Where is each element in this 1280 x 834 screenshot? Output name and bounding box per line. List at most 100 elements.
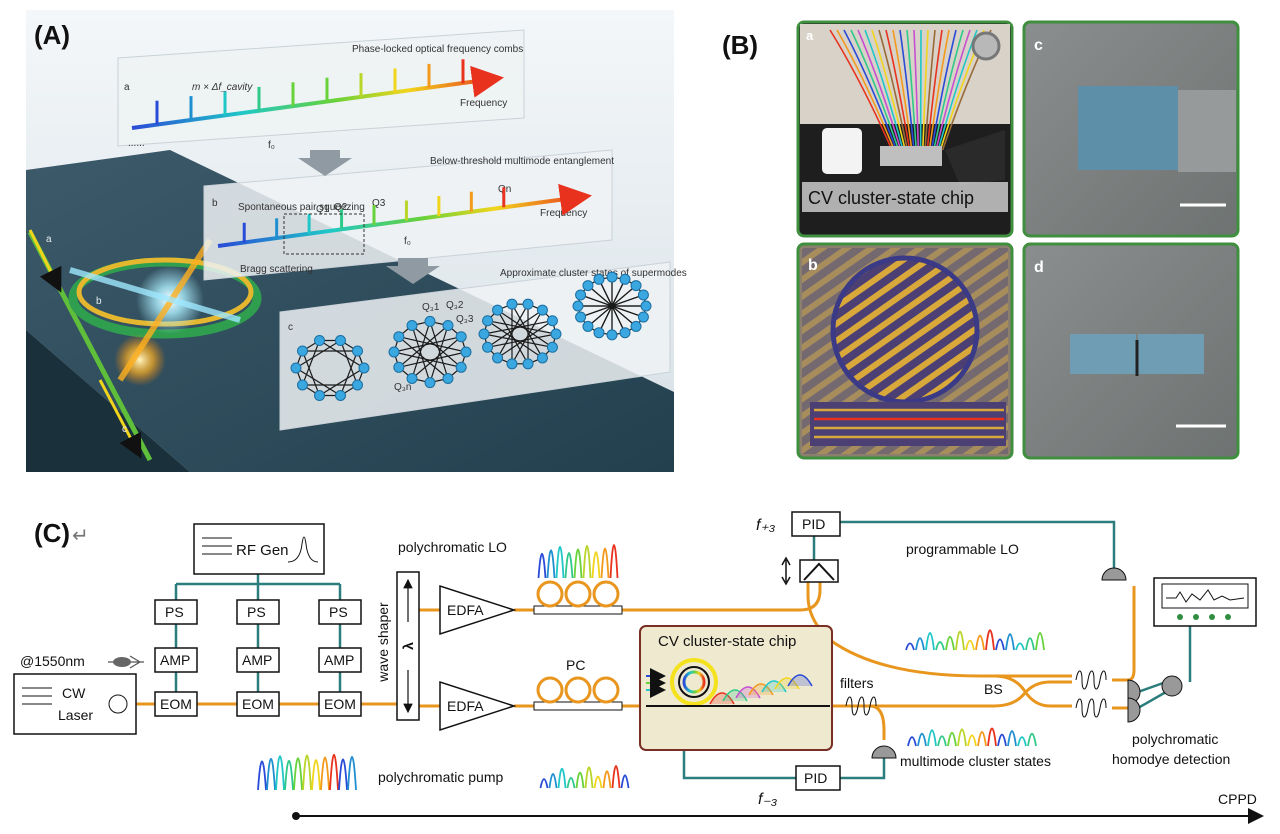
graph-node [637, 289, 649, 301]
light-beam-orange [117, 238, 213, 382]
combMulti-peak [1007, 730, 1017, 747]
graph-node [546, 315, 558, 327]
graph-edge [339, 350, 359, 396]
sheet-c: c Approximate cluster states of supermod… [279, 261, 687, 431]
sheet-b-f0: f₀ [404, 236, 411, 247]
scope-screen [1161, 583, 1249, 609]
photo-c-tag: c [1034, 37, 1043, 54]
eom-label-1: EOM [160, 696, 192, 712]
graph-edge [393, 351, 462, 368]
fiber-strand [829, 29, 893, 151]
pc-label: PC [566, 657, 585, 673]
detector-to-subtractor [1137, 680, 1167, 710]
rf-generator: RF Gen [193, 523, 325, 575]
graph-node [506, 298, 518, 310]
sheet-b-freq: Frequency [540, 208, 587, 219]
photo-a-probe [945, 130, 1005, 185]
cw-laser: CW Laser @1550nm [13, 653, 144, 735]
sheet-c-q32: Q₃2 [446, 300, 464, 311]
graph-edge [483, 333, 553, 348]
output-arrow [98, 379, 142, 459]
polychromatic-pump-label: polychromatic pump [378, 769, 503, 785]
programmable-lo-spectrum [905, 629, 1045, 651]
combLo-peak [555, 545, 565, 579]
graph-edge [487, 333, 557, 348]
delay-mirror-box [799, 559, 839, 583]
detector-lock-top-icon [1101, 567, 1127, 581]
graph-node [335, 335, 347, 347]
combMulti-peak [987, 727, 997, 747]
graph-node [619, 273, 631, 285]
oscilloscope [1153, 577, 1257, 627]
edfa-top-label: EDFA [447, 602, 484, 618]
graph-node [393, 361, 405, 373]
wave-shaper: wave shaper λ [375, 571, 420, 721]
graph-node [640, 300, 652, 312]
panel-c: (C) ↵ [13, 511, 1264, 824]
edfa-top-symbol [439, 584, 517, 636]
sheet-b-plane [203, 149, 613, 281]
fiber-to-detector-top [1112, 586, 1136, 682]
eom-label-3: EOM [324, 696, 356, 712]
scope-led-1 [1177, 614, 1183, 620]
sheet-a: a Phase-locked optical frequency combs m… [117, 29, 525, 151]
graph-node [424, 315, 436, 327]
ps-box-3 [318, 599, 362, 625]
bs-label: BS [984, 681, 1003, 697]
graph-node [313, 335, 325, 347]
fiber-strand [864, 29, 904, 151]
sheet-c-q33: Q₃3 [456, 314, 474, 325]
rf-gen-box [193, 523, 325, 575]
sheet-a-spacing: m × Δf_cavity [192, 82, 253, 93]
scope-led-3 [1209, 614, 1215, 620]
combMulti-peak [927, 729, 937, 747]
fiber-strand [926, 29, 943, 151]
combLo-peak [609, 544, 619, 579]
eom-box-1 [154, 691, 198, 717]
graph-node [313, 389, 325, 401]
fiber-strand [906, 29, 917, 151]
fiber-strand [930, 29, 957, 151]
graph-node [352, 345, 364, 357]
graph-node [606, 271, 618, 283]
pc-top-paddle-1 [536, 580, 564, 608]
cw-laser-label-1: CW [62, 685, 86, 701]
chip-tag-c: c [122, 424, 127, 435]
pc-bottom-paddle-3 [592, 676, 620, 704]
combProg-peak [905, 642, 915, 651]
chip-output-modes [709, 674, 813, 705]
graph-node [593, 327, 605, 339]
pid-controllers: PID f₊₃ PID f₋₃ [756, 511, 841, 808]
edfa-bottom-label: EDFA [447, 698, 484, 714]
combEom-peak [257, 760, 267, 791]
graph-edge [319, 340, 365, 369]
combProg-peak [925, 631, 935, 651]
scope-led-4 [1225, 614, 1231, 620]
sheet-a-f0: f₀ [268, 140, 275, 151]
filters-label: filters [840, 675, 873, 691]
graph-node [290, 362, 302, 374]
pc-bottom-paddle-1 [536, 676, 564, 704]
ps-label-3: PS [329, 604, 348, 620]
scope-trace-icon [1166, 589, 1245, 603]
graph-node [442, 373, 454, 385]
graph-node [637, 311, 649, 323]
ps-label-1: PS [165, 604, 184, 620]
pid-top-to-detector [840, 520, 1116, 568]
photo-a-label-bg [802, 182, 1008, 212]
graph-edge [497, 303, 529, 359]
comb-a-axis [131, 65, 504, 130]
cw-laser-knob [108, 694, 128, 714]
polychromatic-pump-spectrum [539, 765, 630, 789]
rf-pulse-icon [287, 536, 319, 563]
combLo-peak [564, 552, 574, 579]
optical-fibers [136, 582, 1136, 740]
graph-node [522, 298, 534, 310]
cv-chip: CV cluster-state chip [639, 625, 833, 751]
graph-edge [511, 309, 543, 365]
graph-edge [429, 325, 449, 383]
chip-ring [678, 666, 710, 698]
combProg-peak [935, 641, 945, 651]
graph-edge [497, 309, 553, 348]
fiber-strand [899, 29, 915, 151]
